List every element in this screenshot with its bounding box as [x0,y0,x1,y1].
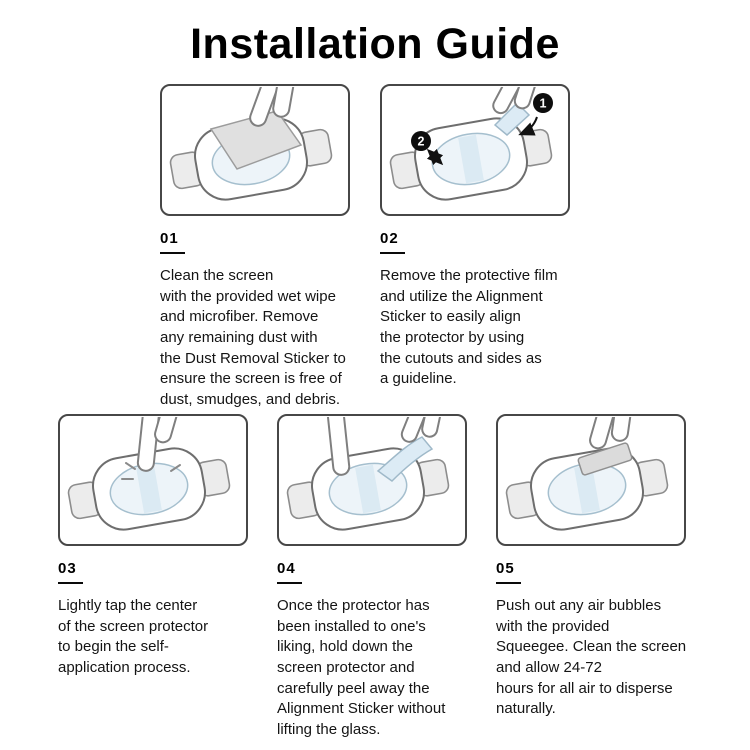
hand-icon [492,87,540,115]
step-04-illustration-box [277,414,467,546]
step-number: 04 [277,560,296,577]
step-01-illustration-box [160,84,350,216]
watch-icon [67,447,231,531]
step-number: 05 [496,560,515,577]
step-description: Lightly tap the center of the screen pro… [58,597,209,677]
hand-icon [325,417,444,476]
step-description: Push out any air bubbles with the provid… [496,597,687,718]
badge-2-number: 2 [418,135,425,149]
watch-icon [389,117,553,201]
step-description: Once the protector has been installed to… [277,597,446,739]
step-card: 05 Push out any air bubbles with the pro… [496,414,688,741]
step-card: 01 Clean the screen with the provided we… [160,84,352,411]
watch-icon [505,447,669,531]
hand-icon [249,87,296,127]
badge-1-number: 1 [540,97,547,111]
steps-row-top: 01 Clean the screen with the provided we… [160,84,572,411]
step-03-illustration [67,417,231,531]
step-number-underline [58,582,83,584]
step-number-underline [160,252,185,254]
step-number-underline [496,582,521,584]
step-02-illustration: 1 2 [389,87,553,201]
curved-arrow-icon [518,116,538,136]
hand-icon [136,417,182,472]
step-05-illustration [505,417,669,531]
step-05-illustration-box [496,414,686,546]
squeegee-icon [577,442,633,476]
step-description: Remove the protective film and utilize t… [380,267,558,388]
page-title: Installation Guide [190,20,560,68]
step-number-underline [380,252,405,254]
step-04-illustration [286,417,450,531]
step-badge-1: 1 [533,93,553,113]
protective-film-icon [493,101,531,136]
step-card: 03 Lightly tap the center of the screen … [58,414,250,741]
hand-icon [589,417,634,450]
step-number: 02 [380,230,399,247]
steps-row-bottom: 03 Lightly tap the center of the screen … [58,414,688,741]
step-number: 03 [58,560,77,577]
step-02-illustration-box: 1 2 [380,84,570,216]
step-03-illustration-box [58,414,248,546]
step-01-illustration [169,87,333,201]
step-badge-2: 2 [411,131,431,151]
watch-icon [286,447,450,531]
step-number: 01 [160,230,179,247]
tap-indicator-icon [121,462,181,480]
step-description: Clean the screen with the provided wet w… [160,267,346,409]
step-number-underline [277,582,302,584]
step-card: 1 2 02 Remove the protective film and ut… [380,84,572,411]
alignment-sticker-icon [376,436,434,482]
step-card: 04 Once the protector has been installed… [277,414,469,741]
diagonal-arrow-icon [426,148,444,166]
